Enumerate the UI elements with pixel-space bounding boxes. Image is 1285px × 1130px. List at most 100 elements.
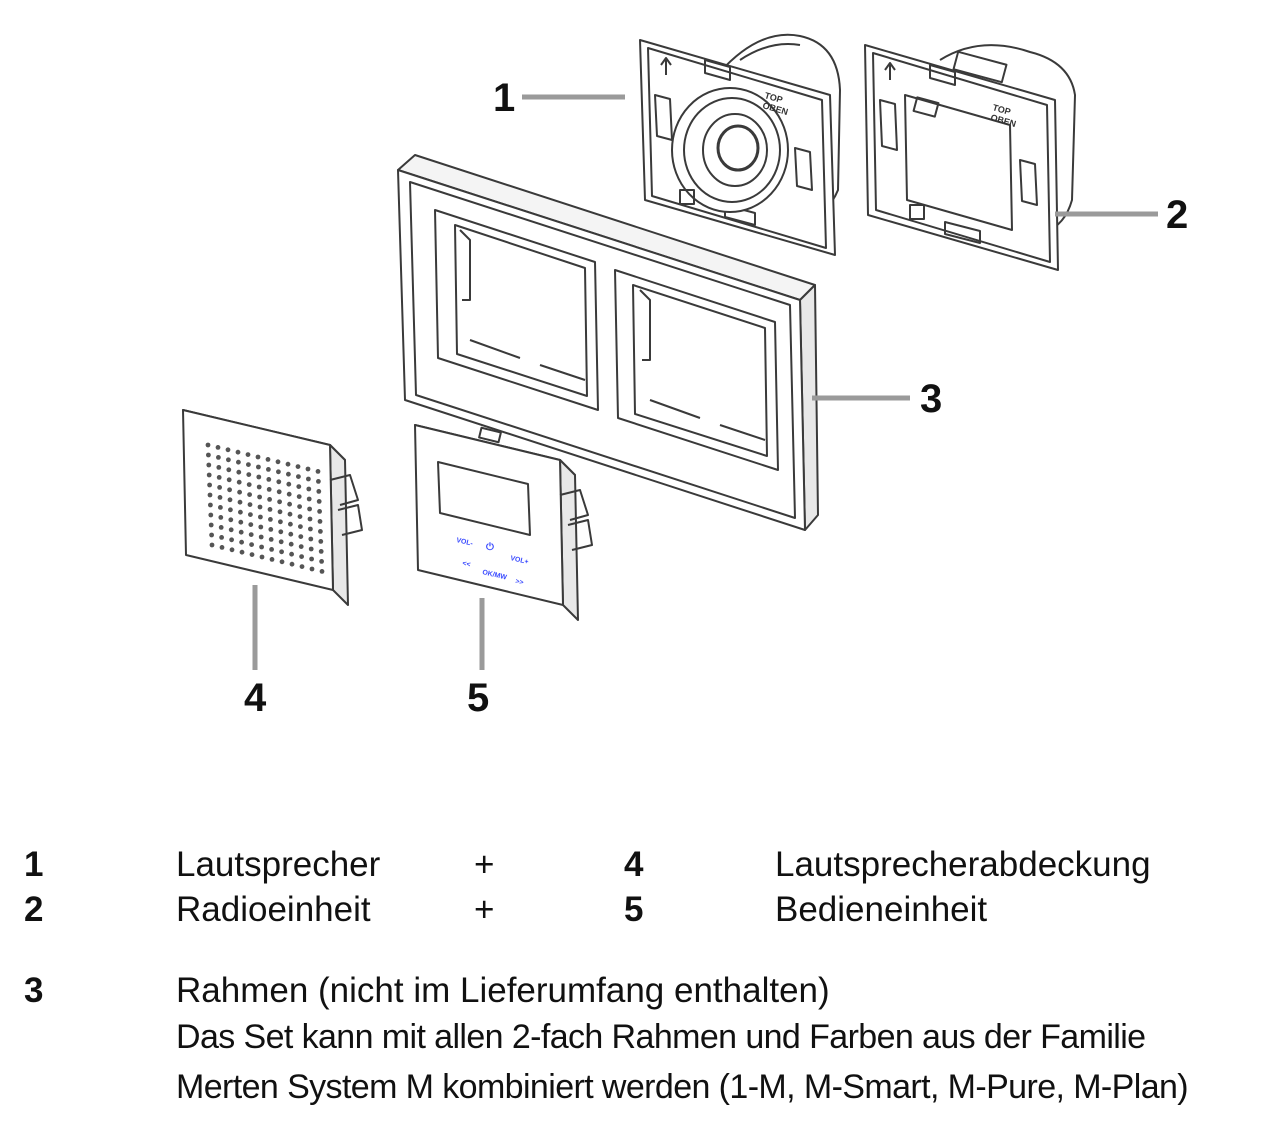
grille-hole [265,457,271,462]
grille-hole [206,472,212,478]
grille-hole [299,554,304,559]
grille-hole [319,569,325,574]
grille-hole [288,541,294,547]
grille-hole [316,499,322,504]
grille-hole [278,519,283,525]
grille-hole [228,527,234,533]
grille-hole [226,467,232,473]
grille-hole [305,466,311,472]
legend-num-4: 4 [624,845,644,884]
grille-hole [237,499,243,505]
callout-4: 4 [244,676,267,720]
grille-hole [277,499,282,505]
grille-hole [297,504,302,509]
grille-hole [246,472,252,477]
button-vol-minus: VOL- [456,537,475,548]
grille-hole [258,524,264,530]
grille-hole [266,477,272,482]
grille-hole [276,469,281,475]
grille-hole [218,525,224,530]
grille-hole [225,447,231,453]
grille-hole [208,522,214,528]
grille-hole [248,532,254,537]
grille-hole [259,544,264,550]
grille-hole [245,452,251,457]
grille-hole [278,529,284,535]
legend-label-speaker: Lautsprecher [176,845,381,884]
grille-hole [286,491,292,497]
grille-hole [298,524,303,529]
callout-2: 2 [1166,193,1189,237]
button-next: >> [515,578,525,587]
callout-1: 1 [493,76,516,120]
grille-hole [296,484,302,489]
grille-hole [296,494,302,499]
grille-hole [309,566,315,572]
grille-hole [279,559,285,565]
grille-hole [268,537,274,542]
grille-hole [208,502,213,508]
grille-hole [236,459,241,465]
grille-hole [276,479,282,485]
mount-text-top-2: TOP [991,102,1011,117]
grille-hole [257,494,262,500]
grille-hole [268,527,274,532]
grille-hole [269,557,275,562]
grille-hole [308,536,314,542]
grille-hole [258,514,263,520]
grille-hole [227,487,233,493]
grille-hole [316,489,322,494]
grille-hole [269,547,274,552]
legend-label-radio-unit: Radioeinheit [176,890,371,929]
legend-label-frame: Rahmen (nicht im Lieferumfang enthalten) [176,971,830,1010]
grille-hole [206,462,212,468]
grille-hole [316,479,321,484]
grille-hole [219,545,225,550]
grille-hole [208,512,214,518]
legend-plus-1: + [474,845,495,884]
grille-hole [285,461,291,467]
grille-hole [246,482,252,487]
grille-hole [287,511,293,517]
grille-hole [308,546,314,552]
grille-hole [306,486,312,492]
grille-hole [219,535,225,540]
legend-num-1: 1 [24,845,44,884]
speaker-cover [182,409,363,606]
grille-hole [207,492,213,498]
grille-hole [207,482,213,488]
legend-label-control-unit: Bedieneinheit [775,890,988,929]
grille-hole [238,529,244,535]
grille-hole [218,515,224,520]
grille-hole [307,506,312,512]
grille-hole [215,445,221,450]
grille-hole [239,549,245,555]
grille-hole [216,465,222,470]
exploded-diagram: TOP OBEN TOP OBEN VOL- ⏻ VOL+ << OK/MW >… [182,33,1189,720]
speaker-insert [639,33,841,256]
grille-hole [238,519,244,525]
grille-hole [258,534,264,540]
grille-hole [247,502,253,507]
grille-hole [278,539,284,545]
grille-hole [235,449,241,455]
grille-hole [246,462,251,467]
grille-hole [228,517,234,523]
grille-hole [217,485,223,490]
grille-hole [288,531,294,537]
grille-hole [295,464,301,469]
grille-hole [266,487,272,492]
legend-note-line-2: Merten System M kombiniert werden (1-M, … [176,1068,1189,1106]
grille-hole [308,526,313,532]
radio-insert [864,44,1076,271]
grille-hole [309,556,314,562]
grille-hole [209,542,215,548]
grille-hole [206,452,211,458]
legend-num-3: 3 [24,971,44,1010]
grille-hole [255,454,261,460]
grille-hole [229,537,235,543]
grille-hole [247,492,253,497]
grille-hole [248,522,254,527]
power-icon: ⏻ [486,541,494,553]
grille-hole [315,469,321,474]
